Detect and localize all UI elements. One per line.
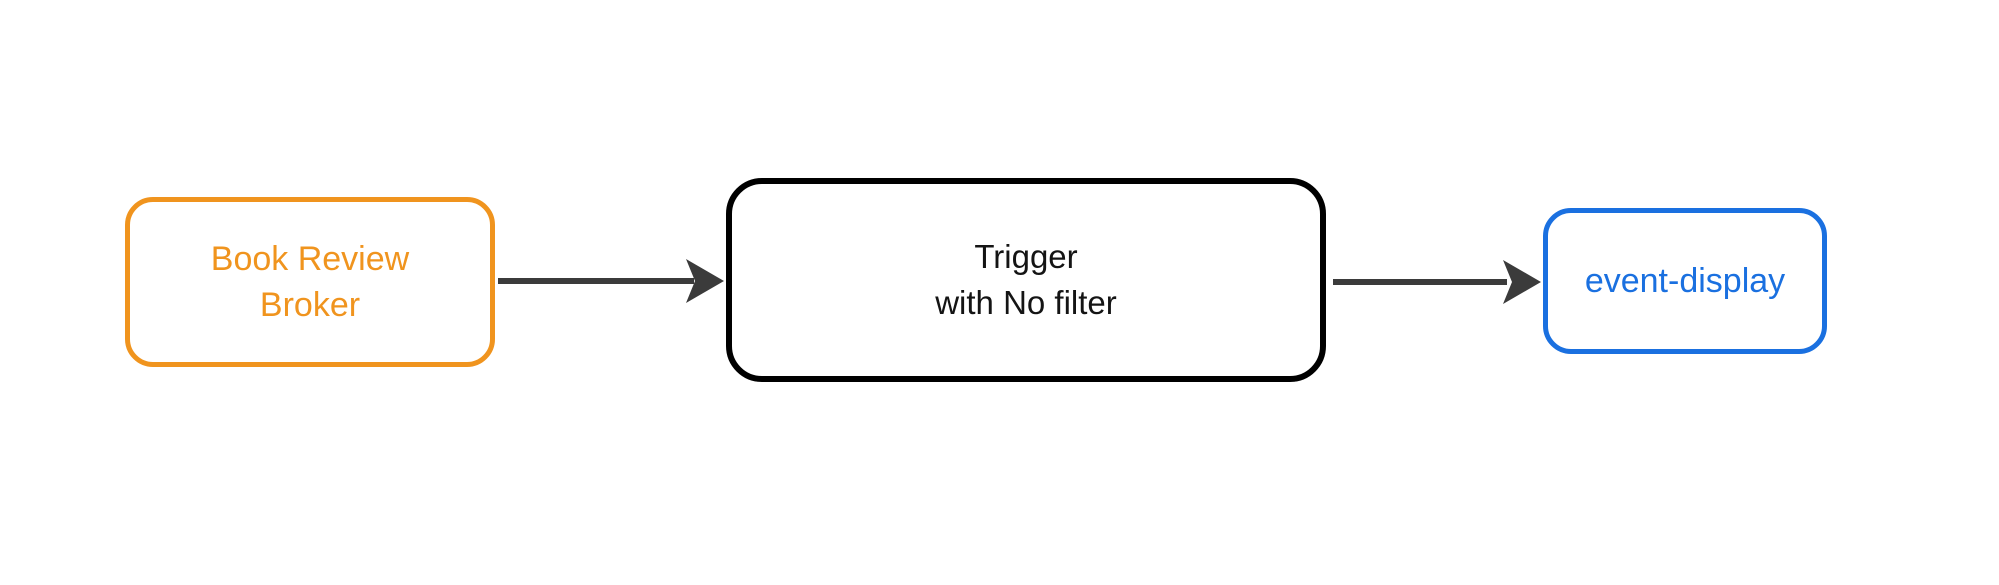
arrowhead-icon (686, 259, 724, 303)
arrowhead-icon (1503, 260, 1541, 304)
node-label-line: Broker (259, 286, 361, 324)
node-book-review-broker-label: Book Review Broker (211, 236, 409, 328)
node-label-line: Trigger (974, 238, 1078, 275)
node-label-line: event-display (1584, 262, 1786, 300)
arrow-broker-to-trigger (498, 259, 724, 303)
node-event-display-label: event-display (1585, 261, 1785, 301)
node-trigger-with-no-filter: Trigger with No filter (726, 178, 1326, 382)
arrow-trigger-to-event-display (1333, 260, 1541, 304)
node-label-line: with No filter (935, 284, 1117, 321)
node-label-line: Book Review (210, 240, 410, 278)
node-trigger-label: Trigger with No filter (935, 234, 1117, 326)
node-event-display: event-display (1543, 208, 1827, 354)
node-book-review-broker: Book Review Broker (125, 197, 495, 367)
